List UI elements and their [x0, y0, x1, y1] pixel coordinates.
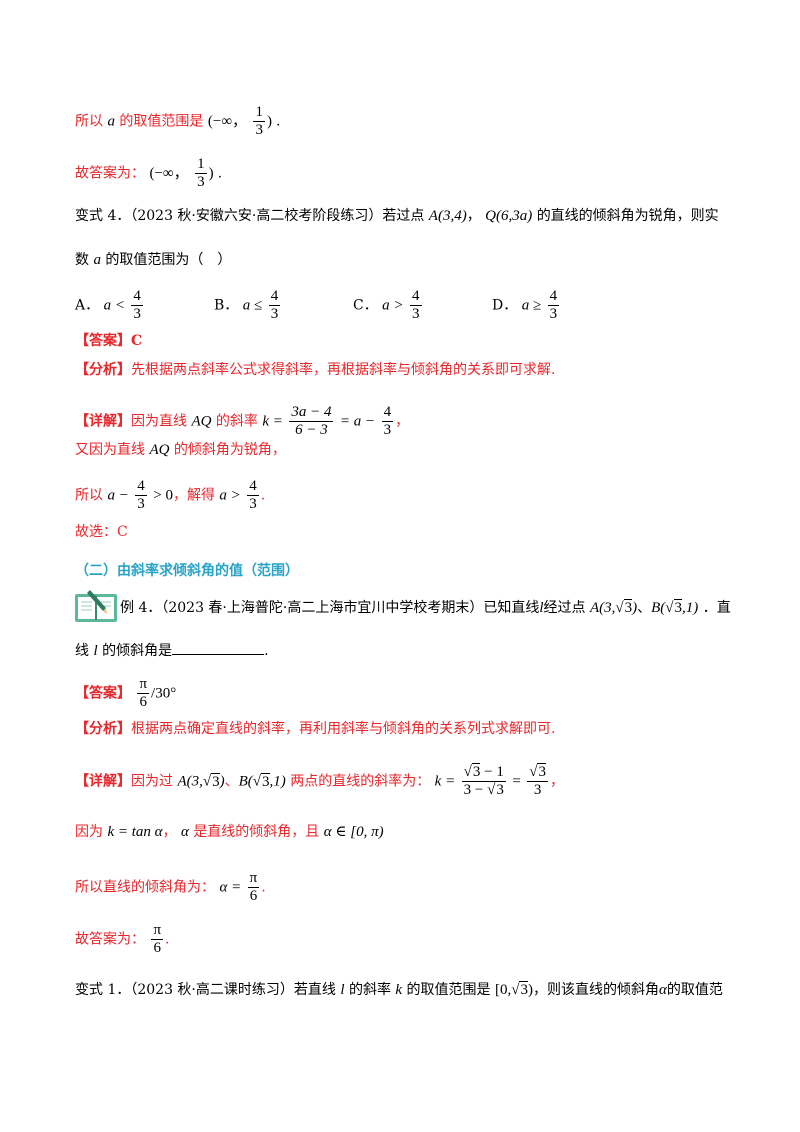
- analysis-1: 【分析】先根据两点斜率公式求得斜率，再根据斜率与倾斜角的关系即可求解.: [75, 362, 556, 378]
- example4-question: 例 4．（2023 春·上海普陀·高二上海市宜川中学校考期末）已知直线l经过点 …: [120, 599, 731, 616]
- answer-label-1: 【答案】C: [75, 333, 143, 349]
- variant1-question: 变式 1．（2023 秋·高二课时练习）若直线 l 的斜率 k 的取值范围是 […: [75, 981, 723, 998]
- range-conclusion-line: 所以 a 的取值范围是 (−∞， 1 3 ) .: [75, 104, 281, 138]
- variant4-question: 变式 4．（2023 秋·安徽六安·高二校考阶段练习）若过点 A(3,4)， Q…: [75, 208, 719, 224]
- fraction: 1 3: [195, 156, 207, 190]
- section-title: （二）由斜率求倾斜角的值（范围）: [75, 563, 299, 579]
- again-line: 又因为直线 AQ 的倾斜角为锐角，: [75, 442, 286, 458]
- fraction: 1 3: [253, 104, 265, 138]
- example4-question-line2: 线 l 的倾斜角是.: [75, 640, 269, 661]
- choice-line: 故选：C: [75, 524, 128, 540]
- fraction: √3 − 1 3 − √3: [461, 763, 506, 798]
- tan-line: 因为 k = tan α， α 是直线的倾斜角，且 α ∈ [0, π): [75, 824, 384, 840]
- fraction: √3 3: [527, 763, 548, 798]
- variant4-question-line2: 数 a 的取值范围为（ ）: [75, 252, 232, 268]
- answer-blank[interactable]: [172, 640, 265, 655]
- detail-2: 【详解】因为过 A(3,√3)、B(√3,1) 两点的直线的斜率为： k = √…: [75, 763, 564, 798]
- final-answer-line: 故答案为： (−∞， 1 3 ) .: [75, 156, 222, 190]
- analysis-2: 【分析】根据两点确定直线的斜率，再利用斜率与倾斜角的关系列式求解即可.: [75, 721, 556, 737]
- book-pencil-icon: [74, 588, 118, 628]
